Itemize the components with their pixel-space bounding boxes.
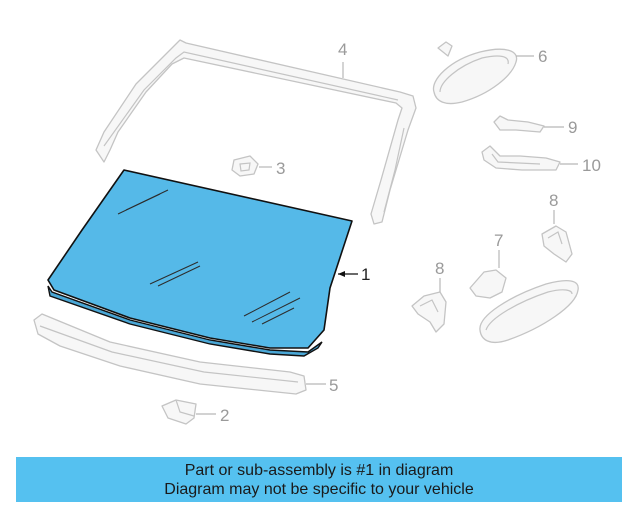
- callout-8-left: 8: [435, 259, 444, 278]
- callout-2: 2: [220, 406, 229, 425]
- callout-1: 1: [361, 265, 370, 284]
- part-8-mount-right: 8: [541, 191, 573, 263]
- callout-10: 10: [582, 156, 601, 175]
- part-10-cover: 10: [481, 145, 601, 175]
- info-banner: Part or sub-assembly is #1 in diagram Di…: [16, 457, 622, 502]
- banner-line-1: Part or sub-assembly is #1 in diagram: [184, 461, 454, 479]
- part-9-bracket: 9: [493, 115, 577, 137]
- part-4-roof-frame: 4: [95, 39, 417, 225]
- banner-line-2: Diagram may not be specific to your vehi…: [164, 480, 474, 498]
- part-1-windshield: 1: [47, 169, 370, 357]
- callout-9: 9: [568, 118, 577, 137]
- glass-reflection-lines: [117, 189, 301, 325]
- part-8-mount-left: 8: [411, 259, 447, 333]
- callout-6: 6: [538, 47, 547, 66]
- callout-5: 5: [329, 376, 338, 395]
- parts-diagram: 4 3 6 9 10 8 7: [33, 39, 601, 425]
- part-5-cowl-panel: 5: [33, 313, 338, 395]
- part-7-inner-mirror: 7: [469, 231, 579, 344]
- callout-8-right: 8: [549, 191, 558, 210]
- callout-4: 4: [338, 40, 347, 59]
- part-2-bracket: 2: [161, 399, 229, 425]
- callout-7: 7: [494, 231, 503, 250]
- part-6-rearview-mirror: 6: [432, 41, 547, 105]
- callout-3: 3: [276, 159, 285, 178]
- part-3-clip: 3: [231, 155, 285, 178]
